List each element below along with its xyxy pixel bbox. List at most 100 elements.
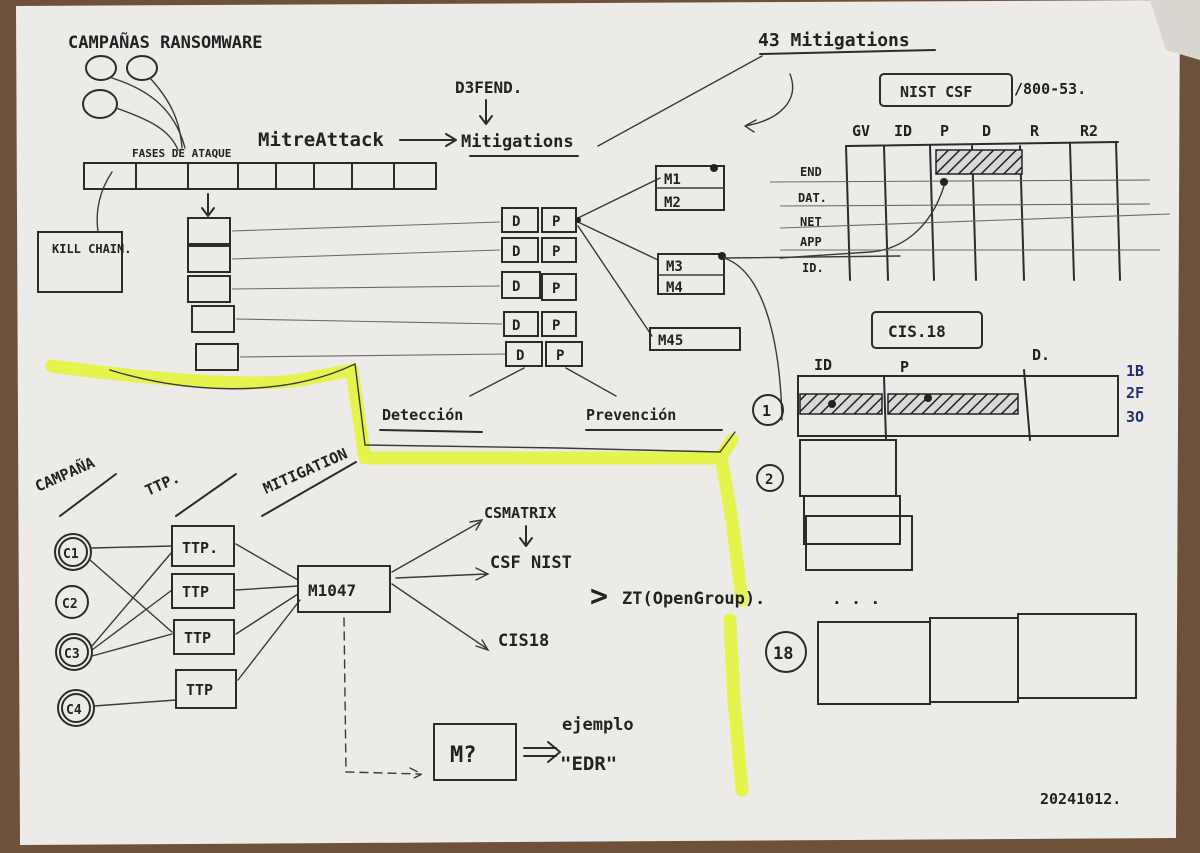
nist-800-53-label: /800-53. — [1014, 80, 1086, 98]
row-number-circle — [765, 631, 807, 673]
detection-label: Detección — [382, 406, 463, 424]
cis-row1 — [797, 369, 1119, 441]
cis-row2-cells — [799, 439, 913, 571]
csf-col-header: R2 — [1080, 122, 1098, 140]
csf-row-lines — [769, 179, 1171, 251]
cis-legend-item: 3O — [1126, 408, 1144, 426]
down-arrow — [519, 525, 533, 547]
dp-d: D — [512, 244, 520, 260]
mitigation-id: M1047 — [308, 581, 356, 600]
connector-line — [597, 55, 763, 147]
connector-dot — [710, 164, 718, 172]
csf-col-header: GV — [852, 122, 870, 140]
campaign-label: C3 — [64, 647, 80, 662]
down-arrow — [479, 99, 493, 125]
m45-label: M45 — [658, 333, 683, 349]
mitigation-arrows — [391, 519, 490, 652]
campaign-label: C2 — [62, 597, 78, 612]
m3-m4-box — [657, 253, 725, 295]
csf-nist-label: CSF NIST — [490, 553, 572, 573]
attack-phases-label: FASES DE ATAQUE — [132, 147, 231, 160]
campaign-to-ttp-lines — [89, 545, 177, 707]
mitigations-count-label: 43 Mitigations — [758, 30, 910, 51]
ellipsis: . . . — [832, 589, 880, 608]
csf-curve — [779, 185, 945, 259]
paper-sheet — [16, 0, 1180, 845]
ttp-label: TTP — [184, 629, 211, 647]
dp-p: P — [552, 281, 560, 297]
example-value: "EDR" — [560, 753, 617, 775]
ttp-label: TTP — [186, 681, 213, 699]
m3-to-csf-line — [723, 255, 901, 259]
cis-matrix-label: CSMATRIX — [484, 504, 556, 522]
campaign-circle — [85, 55, 117, 81]
underline — [379, 429, 483, 433]
attack-phase-strip — [83, 162, 437, 190]
dp-d: D — [512, 279, 520, 295]
dashed-arrow — [343, 617, 424, 781]
row-number-circle — [752, 394, 784, 426]
paper-corner — [1150, 0, 1200, 60]
unknown-m-label: M? — [450, 743, 477, 768]
connector-dot — [940, 178, 948, 186]
cis-row-number: 2 — [765, 472, 773, 488]
down-arrow — [201, 193, 215, 217]
campaigns-title: CAMPAÑAS RANSOMWARE — [68, 30, 262, 53]
technique-to-dp-lines — [231, 221, 507, 358]
csf-col-header: ID — [894, 122, 912, 140]
m3-label: M3 — [666, 259, 683, 275]
boundary-pencil-line — [109, 362, 736, 453]
dp-d: D — [512, 318, 520, 334]
cis-row-number: 1 — [762, 402, 771, 420]
unknown-mitigation-box — [433, 723, 517, 781]
csf-col-header: P — [940, 122, 949, 140]
dp-d: D — [516, 348, 524, 364]
d3fend-label: D3FEND. — [455, 78, 522, 97]
arrow-line — [115, 107, 179, 151]
date-label: 20241012. — [1040, 790, 1121, 808]
csf-row-labels: END DAT. NET APP ID. — [798, 165, 827, 275]
campaign-circle — [82, 89, 118, 119]
cis18-box — [871, 311, 983, 349]
dp-p: P — [556, 348, 564, 364]
cis-col-header: ID — [814, 356, 832, 374]
zt-opengroup-label: ZT(OpenGroup). — [622, 589, 765, 609]
campaign-nodes: C1 C2 C3 C4 — [54, 533, 95, 727]
row-number-circle — [756, 464, 784, 492]
csf-row-label: END — [800, 165, 822, 179]
dp-pairs: D P D P D P D P D P — [501, 207, 583, 367]
technique-column — [187, 217, 239, 371]
m3-to-cis-line — [723, 257, 783, 421]
cis-col-header: P — [900, 358, 909, 376]
prevention-label: Prevención — [586, 406, 676, 424]
csf-highlight-cell — [935, 149, 1023, 175]
kill-chain-box — [37, 231, 123, 293]
underline — [759, 49, 936, 55]
connector-dot — [575, 217, 581, 223]
campaign-label: C1 — [63, 547, 79, 562]
cis-col-header: D. — [1032, 346, 1050, 364]
campaign-label: C4 — [66, 703, 82, 718]
double-arrow — [523, 741, 561, 763]
csf-row-label: DAT. — [798, 191, 827, 205]
kill-chain-label: KILL CHAIN. — [52, 242, 131, 256]
cis18-target-label: CIS18 — [498, 631, 549, 651]
cis-row18-cells — [817, 613, 1137, 705]
csf-row-label: NET — [800, 215, 822, 229]
csf-row-label: ID. — [802, 261, 824, 275]
ttp-label: TTP. — [182, 539, 218, 557]
dp-d: D — [512, 214, 520, 230]
csf-row-label: APP — [800, 235, 822, 249]
cis-legend-item: 2F — [1126, 384, 1144, 402]
highlighter-boundary — [45, 359, 749, 797]
mitre-attack-label: MitreAttack — [258, 129, 384, 151]
dp-p: P — [552, 244, 560, 260]
m1-label: M1 — [664, 172, 681, 188]
csf-col-header: R — [1030, 122, 1040, 140]
example-label: ejemplo — [562, 715, 634, 735]
campaign-circle — [126, 55, 158, 81]
nist-csf-label: NIST CSF — [900, 83, 972, 101]
brace-symbol: > — [590, 579, 608, 614]
